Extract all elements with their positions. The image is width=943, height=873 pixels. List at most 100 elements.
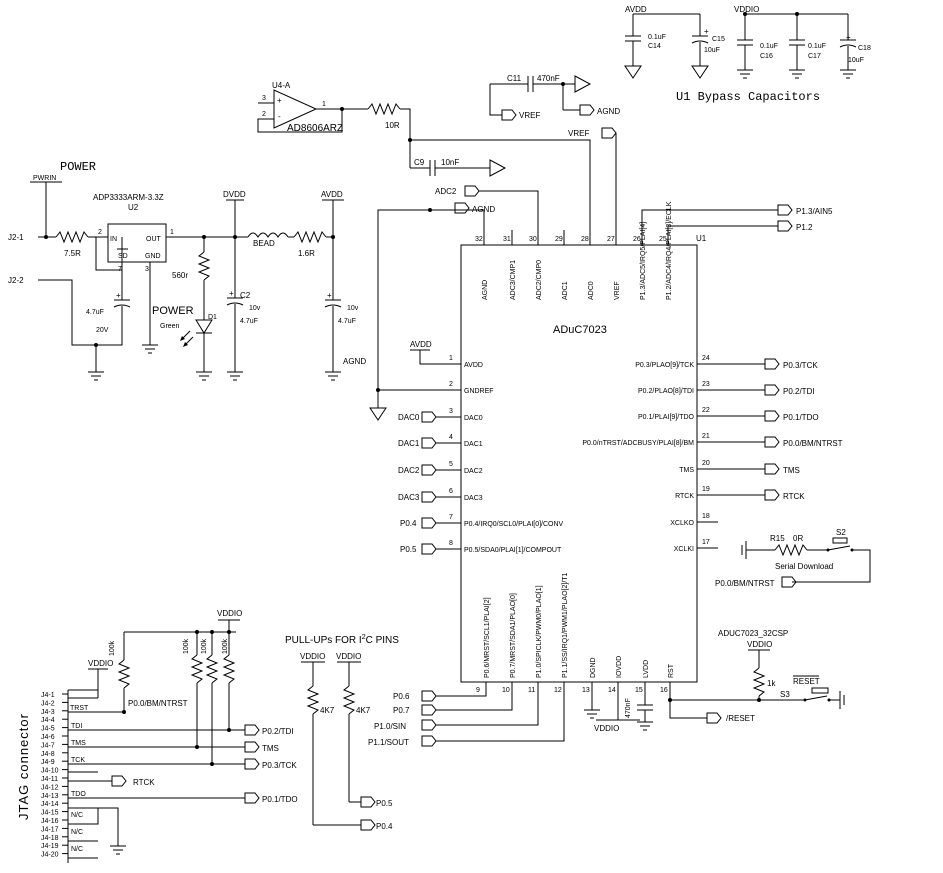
svg-text:+: + xyxy=(116,291,121,300)
bypass-capacitors: AVDD VDDIO 0.1uF C14 + C15 10uF 0.1uF C1… xyxy=(624,5,871,104)
chip-pin-label: DAC2 xyxy=(464,468,483,475)
jtag-vddio-left: VDDIO xyxy=(88,659,113,668)
svg-text:TDI: TDI xyxy=(71,723,82,730)
svg-text:VDDIO: VDDIO xyxy=(747,640,772,649)
net-p06: P0.6 xyxy=(393,692,410,701)
chip-pin-label: P1.2/ADC4/IRQ4/PLAI[3]/ECLK xyxy=(666,201,673,300)
chip-pin-number: 32 xyxy=(475,236,483,243)
jtag-pin-label: J4-7 xyxy=(41,742,55,749)
chip-right-nets: P0.3/TCK P0.2/TDI P0.1/TDO P0.0/BM/NTRST… xyxy=(697,358,843,501)
net-tms: TMS xyxy=(783,466,800,475)
svg-text:Green: Green xyxy=(160,323,180,330)
jtag-net-tdi: P0.2/TDI xyxy=(262,727,294,736)
i2c-net-p04: P0.4 xyxy=(376,822,393,831)
net-p00-download: P0.0/BM/NTRST xyxy=(715,579,775,588)
chip-pin-number: 3 xyxy=(449,408,453,415)
u4a-label: U4-A xyxy=(272,81,291,90)
chip-pin-label: DAC0 xyxy=(464,415,483,422)
svg-text:100k: 100k xyxy=(222,638,229,654)
vddio-label: VDDIO xyxy=(734,5,759,14)
bypass-title: U1 Bypass Capacitors xyxy=(676,90,820,104)
chip-bottom-nets: P0.6 P0.7 P1.0/SIN P1.1/SOUT VDDIO 470nF xyxy=(368,682,653,747)
chip-name: ADuC7023 xyxy=(553,324,607,336)
net-p04: P0.4 xyxy=(400,519,417,528)
jtag-net-tck: P0.3/TCK xyxy=(262,761,297,770)
svg-text:4.7uF: 4.7uF xyxy=(86,309,104,316)
jtag-pin-label: J4-14 xyxy=(41,801,59,808)
chip-pin-label: XCLKO xyxy=(670,520,694,527)
jtag-pin-label: J4-5 xyxy=(41,726,55,733)
svg-text:100k: 100k xyxy=(183,638,190,654)
part-number: ADUC7023_32CSP xyxy=(718,629,788,638)
chip-pin-label: VREF xyxy=(614,281,621,300)
chip-pin-number: 28 xyxy=(581,236,589,243)
jtag-pin-label: J4-17 xyxy=(41,826,59,833)
c16-ref: C16 xyxy=(760,53,773,60)
chip-pins: 32AGND31ADC3/CMP130ADC2/CMP029ADC128ADC0… xyxy=(440,201,718,694)
net-dac2: DAC2 xyxy=(398,466,420,475)
reset-label: RESET xyxy=(793,677,820,686)
chip-pin-label: DGND xyxy=(590,657,597,678)
jtag-section: JTAG connector J4-1J4-2J4-3J4-4J4-5J4-6J… xyxy=(16,609,298,863)
c17-ref: C17 xyxy=(808,53,821,60)
svg-text:1.6R: 1.6R xyxy=(298,249,315,258)
chip-pin-number: 14 xyxy=(608,687,616,694)
svg-text:OUT: OUT xyxy=(146,236,162,243)
svg-text:TCK: TCK xyxy=(71,757,85,764)
chip-pin-number: 20 xyxy=(702,460,710,467)
chip-pin-number: 29 xyxy=(555,236,563,243)
chip-pin-number: 22 xyxy=(702,407,710,414)
avdd-power-label: AVDD xyxy=(321,190,343,199)
svg-text:TRST: TRST xyxy=(70,705,89,712)
svg-text:1k: 1k xyxy=(767,679,776,688)
svg-text:4K7: 4K7 xyxy=(320,706,335,715)
i2c-vddio-1: VDDIO xyxy=(300,652,325,661)
chip-pin-label: P0.1/PLAI[9]/TDO xyxy=(638,414,695,421)
c18-value: 10uF xyxy=(848,57,864,64)
svg-text:U2: U2 xyxy=(128,203,139,212)
chip-pin-number: 19 xyxy=(702,486,710,493)
net-p11-sout: P1.1/SOUT xyxy=(368,738,409,747)
svg-text:100k: 100k xyxy=(109,640,116,656)
chip-pin-number: 5 xyxy=(449,461,453,468)
r10r-label: 10R xyxy=(385,121,400,130)
jtag-pin-label: J4-18 xyxy=(41,835,59,842)
chip-pin-number: 9 xyxy=(476,687,480,694)
chip-pin-label: P0.4/IRQ0/SCL0/PLAI[0]/CONV xyxy=(464,521,564,528)
jtag-pin-label: J4-1 xyxy=(41,692,55,699)
chip-pin-label: XCLKI xyxy=(674,546,694,553)
agnd-label-top: AGND xyxy=(597,107,620,116)
chip-pin-number: 24 xyxy=(702,355,710,362)
svg-text:10nF: 10nF xyxy=(441,158,459,167)
svg-text:C9: C9 xyxy=(414,158,425,167)
net-dac3: DAC3 xyxy=(398,493,420,502)
net-reset: /RESET xyxy=(726,714,755,723)
chip-pin-number: 16 xyxy=(660,687,668,694)
chip-pin-number: 1 xyxy=(449,355,453,362)
svg-text:S3: S3 xyxy=(780,690,790,699)
svg-text:4K7: 4K7 xyxy=(356,706,371,715)
chip-pin-number: 11 xyxy=(528,687,535,694)
chip-pin-label: AVDD xyxy=(464,362,483,369)
chip-pin-number: 27 xyxy=(607,236,615,243)
svg-text:2: 2 xyxy=(262,111,266,118)
chip-pin-number: 7 xyxy=(449,514,453,521)
c15-ref: C15 xyxy=(712,36,725,43)
avdd-label: AVDD xyxy=(625,5,647,14)
net-p01-tdo: P0.1/TDO xyxy=(783,413,819,422)
jtag-net-bm: P0.0/BM/NTRST xyxy=(128,699,188,708)
net-p00-bm: P0.0/BM/NTRST xyxy=(783,439,843,448)
jtag-pin-label: J4-13 xyxy=(41,793,59,800)
svg-text:TDO: TDO xyxy=(71,791,86,798)
jtag-pin-label: J4-11 xyxy=(41,776,58,783)
chip-pin-number: 21 xyxy=(702,433,710,440)
i2c-vddio-2: VDDIO xyxy=(336,652,361,661)
opamp-part: AD8606ARZ xyxy=(287,123,343,134)
chip-pin-label: DAC3 xyxy=(464,495,483,502)
svg-text:TMS: TMS xyxy=(71,740,86,747)
chip-pin-label: LVDD xyxy=(643,660,650,678)
pwrin-label: PWRIN xyxy=(33,175,56,182)
dvdd-label: DVDD xyxy=(223,190,246,199)
regulator-part: ADP3333ARM-3.3Z xyxy=(93,193,164,202)
svg-text:N/C: N/C xyxy=(71,846,83,853)
